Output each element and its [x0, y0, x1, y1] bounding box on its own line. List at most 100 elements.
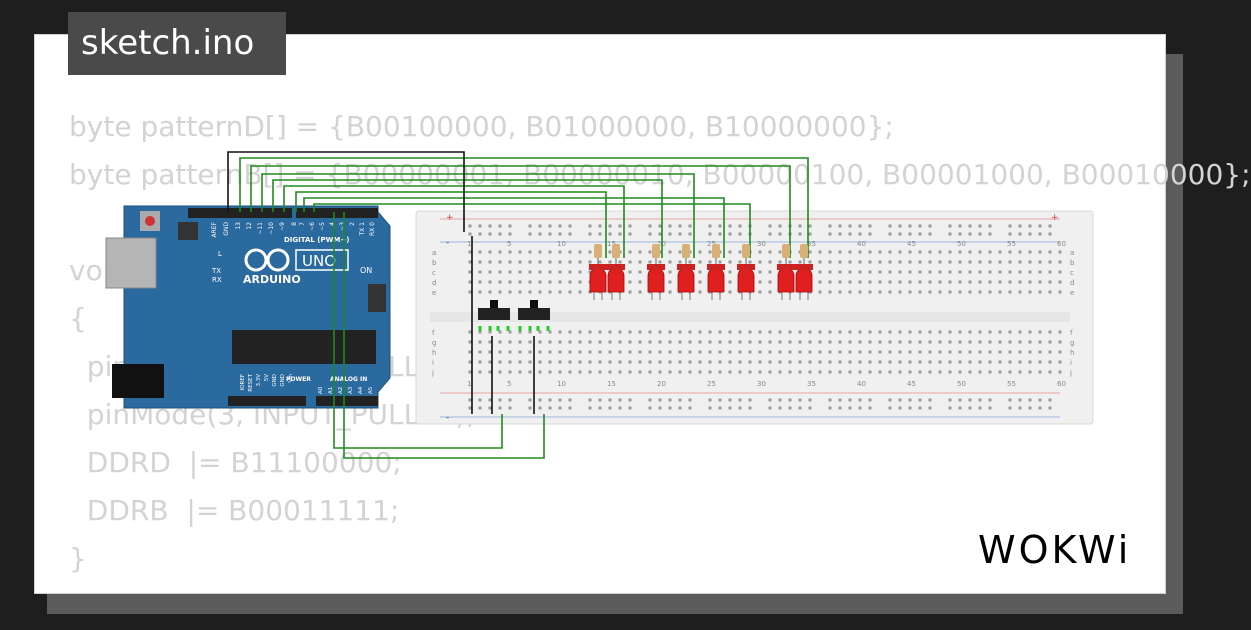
- row-letter: a: [1070, 249, 1074, 257]
- led[interactable]: [589, 244, 607, 300]
- row-letter: j: [431, 369, 434, 377]
- sketch-title: sketch.ino: [68, 12, 286, 75]
- led[interactable]: [677, 244, 695, 300]
- pin-label: 8: [291, 222, 298, 226]
- column-number: 30: [757, 240, 766, 248]
- wire: [250, 165, 791, 258]
- code-line: byte patternD[] = {B00100000, B01000000,…: [69, 110, 894, 143]
- wire: [261, 173, 695, 258]
- pin-label: GND: [223, 222, 230, 236]
- arduino-logo-icon: [244, 248, 290, 272]
- pushbutton[interactable]: [478, 300, 510, 331]
- column-number: 45: [907, 380, 916, 388]
- column-number: 40: [857, 240, 866, 248]
- wire: [303, 197, 725, 258]
- code-line: }: [69, 542, 87, 575]
- row-letter: i: [1070, 359, 1072, 367]
- pin-label: 4: [329, 222, 336, 226]
- arduino-uno[interactable]: UNO ARDUINO DIGITAL (PWM~) ON L TX RX PO…: [105, 205, 391, 409]
- column-number: 5: [507, 240, 511, 248]
- row-letter: b: [432, 259, 437, 267]
- wire: [283, 185, 625, 258]
- pushbutton[interactable]: [518, 300, 550, 331]
- wokwi-logo: WOKWi: [978, 528, 1132, 572]
- column-number: 60: [1057, 240, 1066, 248]
- led[interactable]: [777, 244, 795, 300]
- led[interactable]: [707, 244, 725, 300]
- column-number: 30: [757, 380, 766, 388]
- resistor: [652, 244, 660, 258]
- pin-label: 3.3V: [256, 374, 262, 387]
- power-label: POWER: [286, 376, 311, 383]
- pin-label: GND: [272, 374, 278, 387]
- breadboard: + + - - 11551010151520202525303035354040…: [415, 210, 1094, 425]
- led-rx-label: RX: [212, 276, 222, 284]
- digital-header-left: [188, 208, 292, 218]
- rail-plus-label-right: +: [1051, 213, 1059, 223]
- code-line: {: [69, 302, 87, 335]
- row-letter: h: [1070, 349, 1074, 357]
- column-number: 40: [857, 380, 866, 388]
- pin-label: 2: [349, 222, 356, 226]
- wire: [333, 212, 503, 449]
- rail-minus-label: -: [446, 238, 449, 248]
- resistor: [594, 244, 602, 258]
- column-number: 25: [707, 380, 716, 388]
- column-number: 50: [957, 380, 966, 388]
- row-letter: i: [432, 359, 434, 367]
- pin-label: A3: [348, 386, 354, 394]
- row-letter: f: [1070, 329, 1073, 337]
- row-letter: c: [1070, 269, 1074, 277]
- column-number: 35: [807, 240, 816, 248]
- resistor: [742, 244, 750, 258]
- analog-label: ANALOG IN: [330, 376, 367, 383]
- resistor: [712, 244, 720, 258]
- led-tx-label: TX: [211, 267, 221, 275]
- column-number: 10: [557, 240, 566, 248]
- resistor: [800, 244, 808, 258]
- led[interactable]: [607, 244, 625, 300]
- pin-label: 12: [246, 222, 253, 230]
- digital-header-right: [296, 208, 378, 218]
- column-number: 10: [557, 380, 566, 388]
- row-letter: d: [1070, 279, 1074, 287]
- resistor: [612, 244, 620, 258]
- pin-label: A4: [358, 386, 364, 394]
- code-line: DDRD |= B11100000;: [69, 446, 402, 479]
- code-line: DDRB |= B00011111;: [69, 494, 400, 527]
- column-number: 35: [807, 380, 816, 388]
- circuit-diagram: + + - - 11551010151520202525303035354040…: [105, 151, 1094, 459]
- led[interactable]: [737, 244, 755, 300]
- usb-port: [105, 237, 157, 289]
- pin-label: A1: [328, 387, 334, 394]
- row-letter: b: [1070, 259, 1075, 267]
- components: [478, 244, 813, 331]
- wire: [239, 157, 809, 258]
- row-letter: g: [1070, 339, 1074, 347]
- led[interactable]: [795, 244, 813, 300]
- digital-label: DIGITAL (PWM~): [284, 236, 349, 244]
- pin-label: IOREF: [240, 374, 246, 390]
- pin-label: ~3: [339, 222, 346, 231]
- wires: [227, 151, 809, 459]
- icsp-header: [368, 284, 386, 312]
- row-letter: j: [1069, 369, 1072, 377]
- pin-label: GND: [280, 374, 286, 387]
- power-jack: [112, 364, 164, 398]
- column-number: 45: [907, 240, 916, 248]
- column-number: 50: [957, 240, 966, 248]
- rail-minus-label-bottom: -: [446, 413, 449, 423]
- pin-label: 13: [235, 222, 242, 230]
- pin-label: 7: [299, 222, 306, 226]
- row-letter: h: [432, 349, 436, 357]
- ground-wire: [227, 151, 465, 232]
- column-number: 55: [1007, 380, 1016, 388]
- pin-label: A5: [368, 386, 374, 394]
- row-letter: f: [432, 329, 435, 337]
- led-l-label: L: [218, 250, 222, 258]
- column-number: 25: [707, 240, 716, 248]
- analog-header: [316, 396, 378, 406]
- pin-label: 5V: [264, 374, 270, 381]
- resistor: [782, 244, 790, 258]
- led[interactable]: [647, 244, 665, 300]
